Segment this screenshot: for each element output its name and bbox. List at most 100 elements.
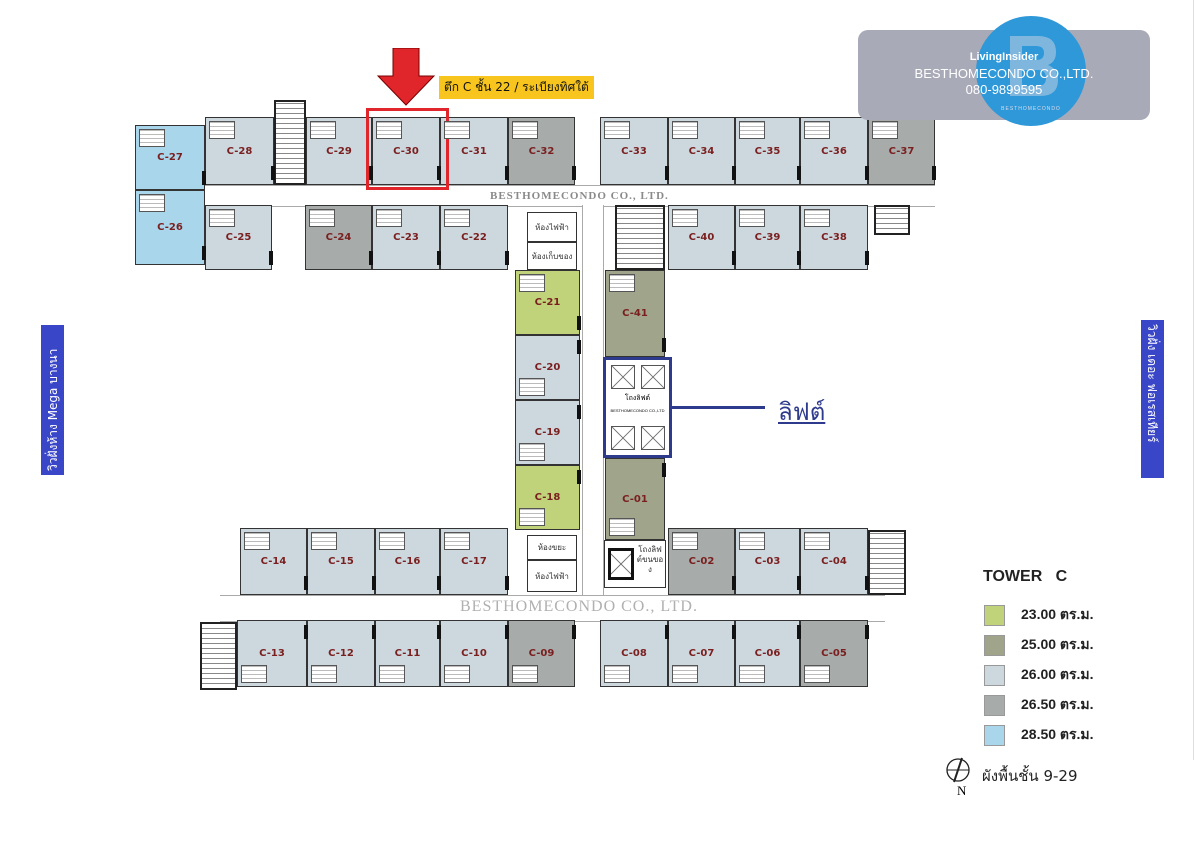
unit-c-35[interactable]: C-35 (735, 117, 801, 185)
wall-segment (572, 625, 576, 639)
unit-c-15[interactable]: C-15 (307, 528, 376, 595)
unit-c-12[interactable]: C-12 (307, 620, 376, 687)
unit-c-19[interactable]: C-19 (515, 400, 581, 465)
unit-c-04[interactable]: C-04 (800, 528, 869, 595)
bathroom (672, 532, 698, 550)
lift-icon (641, 426, 665, 450)
unit-c-27[interactable]: C-27 (135, 125, 206, 190)
legend-item: 25.00 ตร.ม. (984, 634, 1094, 656)
unit-label: C-31 (461, 145, 487, 157)
unit-c-23[interactable]: C-23 (372, 205, 441, 270)
unit-c-20[interactable]: C-20 (515, 335, 581, 400)
wall-segment (665, 625, 669, 639)
unit-c-03[interactable]: C-03 (735, 528, 801, 595)
wall-segment (202, 171, 206, 185)
unit-c-34[interactable]: C-34 (668, 117, 736, 185)
bathroom (376, 121, 402, 139)
bathroom (519, 274, 545, 292)
legend-label: 28.50 ตร.ม. (1021, 726, 1094, 742)
bathroom (672, 665, 698, 683)
bathroom (739, 121, 765, 139)
unit-c-39[interactable]: C-39 (735, 205, 801, 270)
wall-segment (505, 576, 509, 590)
unit-c-22[interactable]: C-22 (440, 205, 509, 270)
garbage-room: ห้องขยะ (527, 535, 577, 560)
unit-label: C-24 (325, 232, 352, 243)
bathroom (444, 532, 470, 550)
legend-swatch (984, 634, 1005, 656)
unit-c-11[interactable]: C-11 (375, 620, 441, 687)
stairwell (874, 205, 910, 235)
unit-c-37[interactable]: C-37 (868, 117, 936, 185)
unit-c-40[interactable]: C-40 (668, 205, 736, 270)
unit-c-08[interactable]: C-08 (600, 620, 669, 687)
unit-label: C-11 (394, 648, 421, 659)
north-label: N (957, 783, 967, 798)
wall-segment (304, 576, 308, 590)
plan-watermark: BESTHOMECONDO CO., LTD. (460, 598, 698, 615)
unit-c-36[interactable]: C-36 (800, 117, 869, 185)
unit-label: C-37 (888, 145, 915, 157)
unit-c-01[interactable]: C-01 (605, 458, 666, 540)
unit-c-32[interactable]: C-32 (508, 117, 576, 185)
wall-segment (437, 625, 441, 639)
unit-c-16[interactable]: C-16 (375, 528, 441, 595)
unit-label: C-38 (821, 232, 847, 243)
unit-label: C-36 (821, 145, 847, 157)
wall-segment (577, 340, 581, 354)
wall-segment (865, 576, 869, 590)
unit-c-10[interactable]: C-10 (440, 620, 509, 687)
unit-label: C-41 (622, 308, 648, 319)
wall-segment (304, 625, 308, 639)
unit-c-24[interactable]: C-24 (305, 205, 373, 270)
unit-c-30[interactable]: C-30 (372, 117, 441, 185)
unit-c-14[interactable]: C-14 (240, 528, 308, 595)
unit-label: C-40 (688, 232, 715, 243)
unit-c-28[interactable]: C-28 (205, 117, 275, 185)
floor-label: ผังพื้นชั้น 9-29 (982, 767, 1078, 785)
unit-c-26[interactable]: C-26 (135, 190, 206, 265)
annotation-label: ตึก C ชั้น 22 / ระเบียงทิศใต้ (439, 76, 594, 99)
unit-c-05[interactable]: C-05 (800, 620, 869, 687)
highlight-box (366, 108, 449, 190)
unit-c-38[interactable]: C-38 (800, 205, 869, 270)
bathroom (244, 532, 270, 550)
bathroom (311, 665, 337, 683)
lift-lobby-sub: BESTHOMECONDO CO.,LTD (610, 408, 665, 413)
unit-c-31[interactable]: C-31 (440, 117, 509, 185)
unit-c-18[interactable]: C-18 (515, 465, 581, 530)
unit-label: C-17 (461, 556, 487, 567)
service-lift-lobby: โถงลิฟต์ขนของ (604, 540, 666, 588)
bathroom (739, 209, 765, 227)
down-arrow-icon (376, 48, 436, 106)
unit-c-07[interactable]: C-07 (668, 620, 736, 687)
electrical-room: ห้องไฟฟ้า (527, 212, 577, 242)
unit-c-41[interactable]: C-41 (605, 270, 666, 357)
wall-segment (269, 251, 273, 265)
unit-c-29[interactable]: C-29 (306, 117, 373, 185)
unit-c-25[interactable]: C-25 (205, 205, 273, 270)
wall-segment (732, 251, 736, 265)
unit-c-17[interactable]: C-17 (440, 528, 509, 595)
wall-segment (865, 166, 869, 180)
unit-c-06[interactable]: C-06 (735, 620, 801, 687)
unit-label: C-32 (528, 145, 555, 157)
unit-c-09[interactable]: C-09 (508, 620, 576, 687)
bathroom (241, 665, 267, 683)
wall-segment (665, 166, 669, 180)
bathroom (739, 532, 765, 550)
bathroom (804, 532, 830, 550)
unit-c-13[interactable]: C-13 (237, 620, 308, 687)
unit-label: C-09 (528, 648, 555, 659)
bathroom (512, 121, 538, 139)
unit-c-02[interactable]: C-02 (668, 528, 736, 595)
legend-item: 28.50 ตร.ม. (984, 724, 1094, 746)
unit-label: C-35 (754, 145, 781, 157)
unit-label: C-05 (821, 648, 847, 659)
unit-label: C-16 (394, 556, 421, 567)
wall-segment (797, 576, 801, 590)
unit-c-21[interactable]: C-21 (515, 270, 581, 335)
unit-c-33[interactable]: C-33 (600, 117, 669, 185)
legend-swatch (984, 604, 1005, 626)
bathroom (209, 121, 235, 139)
